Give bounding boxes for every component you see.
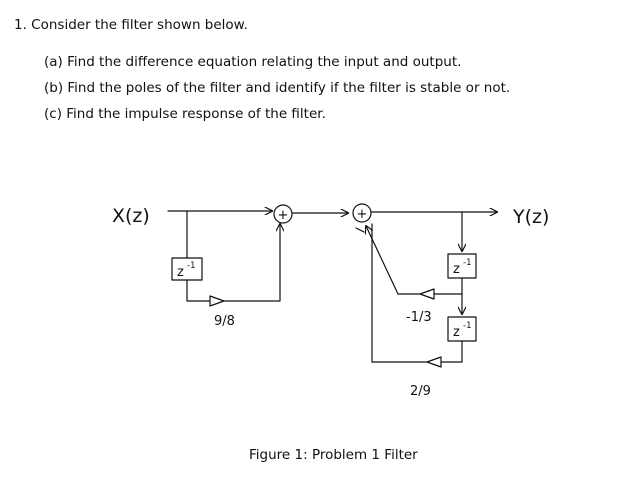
delay-1-exp: -1 xyxy=(187,261,195,271)
gain-to-adder1 xyxy=(223,224,280,302)
delay3-to-gain xyxy=(440,340,463,363)
feedback-2-path xyxy=(371,223,428,363)
delay-3-exp: -1 xyxy=(463,321,471,331)
part-b: (b) Find the poles of the filter and ide… xyxy=(44,80,511,96)
delay-3-z: z xyxy=(453,325,460,340)
output-label: Y(z) xyxy=(512,206,549,228)
delay-1-z: z xyxy=(177,265,184,280)
gain-triangle-minus-1-3 xyxy=(419,288,435,300)
delay-block-1: z -1 xyxy=(171,257,203,281)
adder-2: + xyxy=(352,203,372,223)
adder-2-symbol: + xyxy=(357,207,368,222)
gain-9-8-label: 9/8 xyxy=(214,314,235,329)
delay-block-2: z -1 xyxy=(447,253,477,279)
feedback-1-path xyxy=(366,226,421,295)
delay-2-exp: -1 xyxy=(463,258,471,268)
delay-2-z: z xyxy=(453,262,460,277)
adder-1-symbol: + xyxy=(278,208,289,223)
figure-caption: Figure 1: Problem 1 Filter xyxy=(249,447,418,463)
problem-title: 1. Consider the filter shown below. xyxy=(14,17,248,33)
gain-triangle-2-9 xyxy=(426,356,442,368)
feedback-2-arrowhead xyxy=(355,227,365,233)
adder-1: + xyxy=(273,204,293,224)
gain-2-9-label: 2/9 xyxy=(410,384,431,399)
input-label: X(z) xyxy=(112,205,150,227)
gain-triangle-9-8 xyxy=(209,295,225,307)
delay-block-3: z -1 xyxy=(447,316,477,342)
delay1-to-gain xyxy=(186,279,211,302)
gain-minus-1-3-label: -1/3 xyxy=(406,310,432,325)
part-a: (a) Find the difference equation relatin… xyxy=(44,54,462,70)
part-c: (c) Find the impulse response of the fil… xyxy=(44,106,326,122)
